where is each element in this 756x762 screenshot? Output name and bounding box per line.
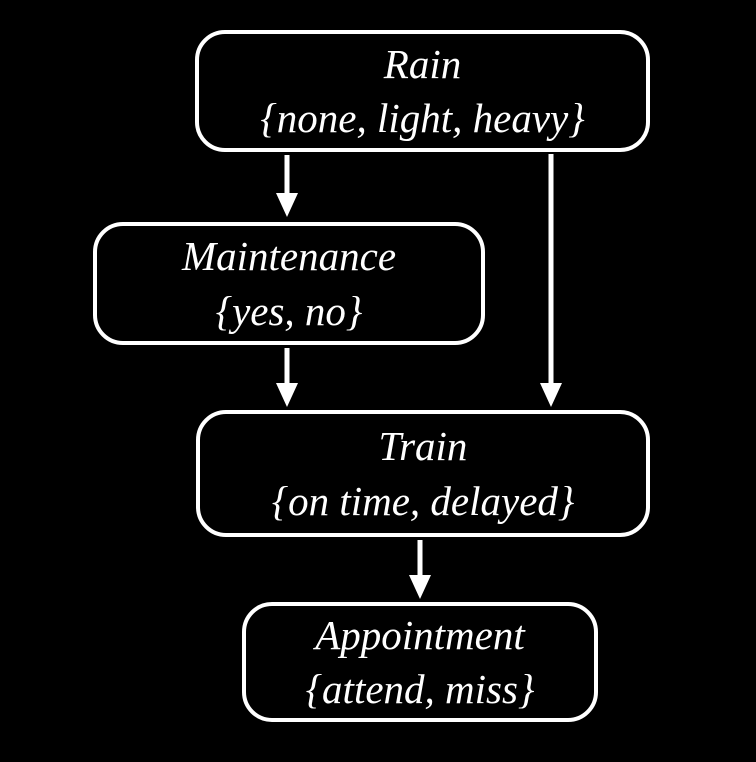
node-rain: Rain {none, light, heavy} [195, 30, 650, 152]
node-domain: {on time, delayed} [271, 477, 575, 524]
edge-rain-to-maintenance [276, 155, 298, 217]
node-appointment: Appointment {attend, miss} [242, 602, 598, 722]
node-train: Train {on time, delayed} [196, 410, 650, 537]
node-maintenance: Maintenance {yes, no} [93, 222, 485, 345]
edge-rain-to-train [540, 154, 562, 407]
node-label: Rain [383, 40, 462, 87]
arrowhead-icon [276, 193, 298, 217]
node-domain: {none, light, heavy} [260, 95, 585, 141]
node-domain: {yes, no} [215, 287, 363, 334]
arrowhead-icon [409, 575, 431, 599]
node-label: Train [378, 423, 468, 470]
arrowhead-icon [540, 383, 562, 407]
edge-maintenance-to-train [276, 348, 298, 407]
node-label: Maintenance [181, 233, 397, 280]
node-label: Appointment [315, 611, 525, 658]
node-domain: {attend, miss} [305, 666, 535, 712]
arrowhead-icon [276, 383, 298, 407]
edge-train-to-appointment [409, 540, 431, 599]
